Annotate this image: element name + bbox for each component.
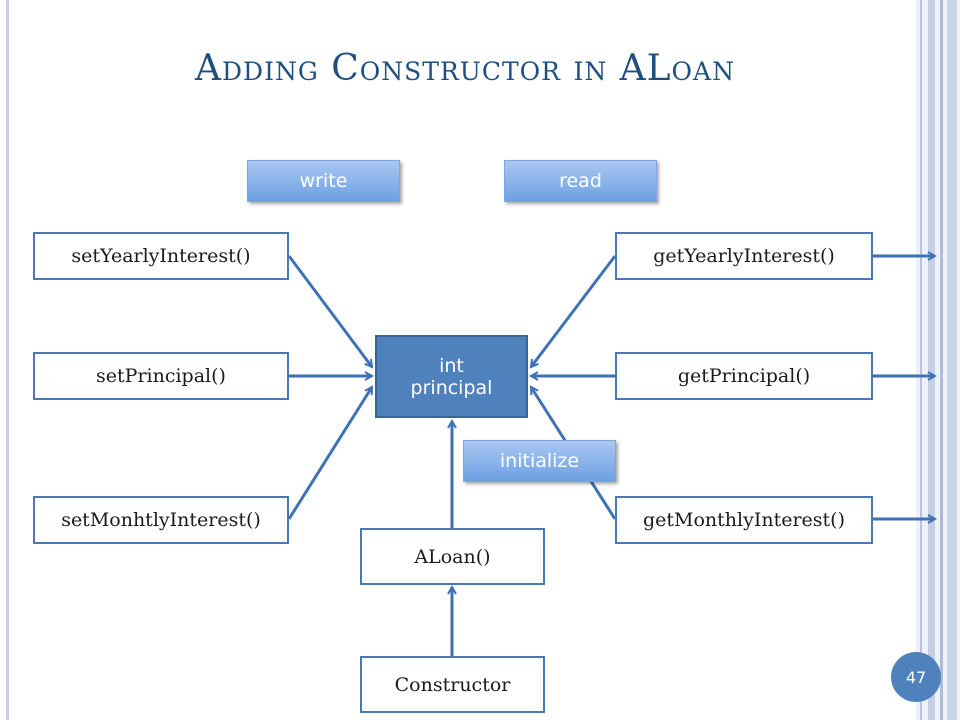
set-principal-box: setPrincipal() [33,352,289,400]
read-label: read [504,160,657,202]
get-yearly-interest-box: getYearlyInterest() [615,232,873,280]
page-number-badge: 47 [891,652,941,702]
principal-variable-box: int principal [375,335,528,418]
principal-name: principal [410,376,493,399]
set-yearly-interest-box: setYearlyInterest() [33,232,289,280]
write-label: write [247,160,400,202]
get-monthly-interest-box: getMonthlyInterest() [615,496,873,544]
left-border-rule [6,0,9,720]
arrow-getyearly-from-principal [531,255,617,367]
aloan-constructor-box: ALoan() [360,528,545,585]
initialize-label: initialize [463,440,616,482]
set-monthly-interest-box: setMonhtlyInterest() [33,496,289,544]
right-decorative-stripes [916,0,960,720]
slide-title: Adding Constructor in ALoan [195,48,735,89]
arrow-setyearly-to-principal [287,255,372,367]
principal-type: int [439,354,464,377]
arrow-setmonthly-to-principal [287,387,374,520]
constructor-box: Constructor [360,656,545,713]
get-principal-box: getPrincipal() [615,352,873,400]
